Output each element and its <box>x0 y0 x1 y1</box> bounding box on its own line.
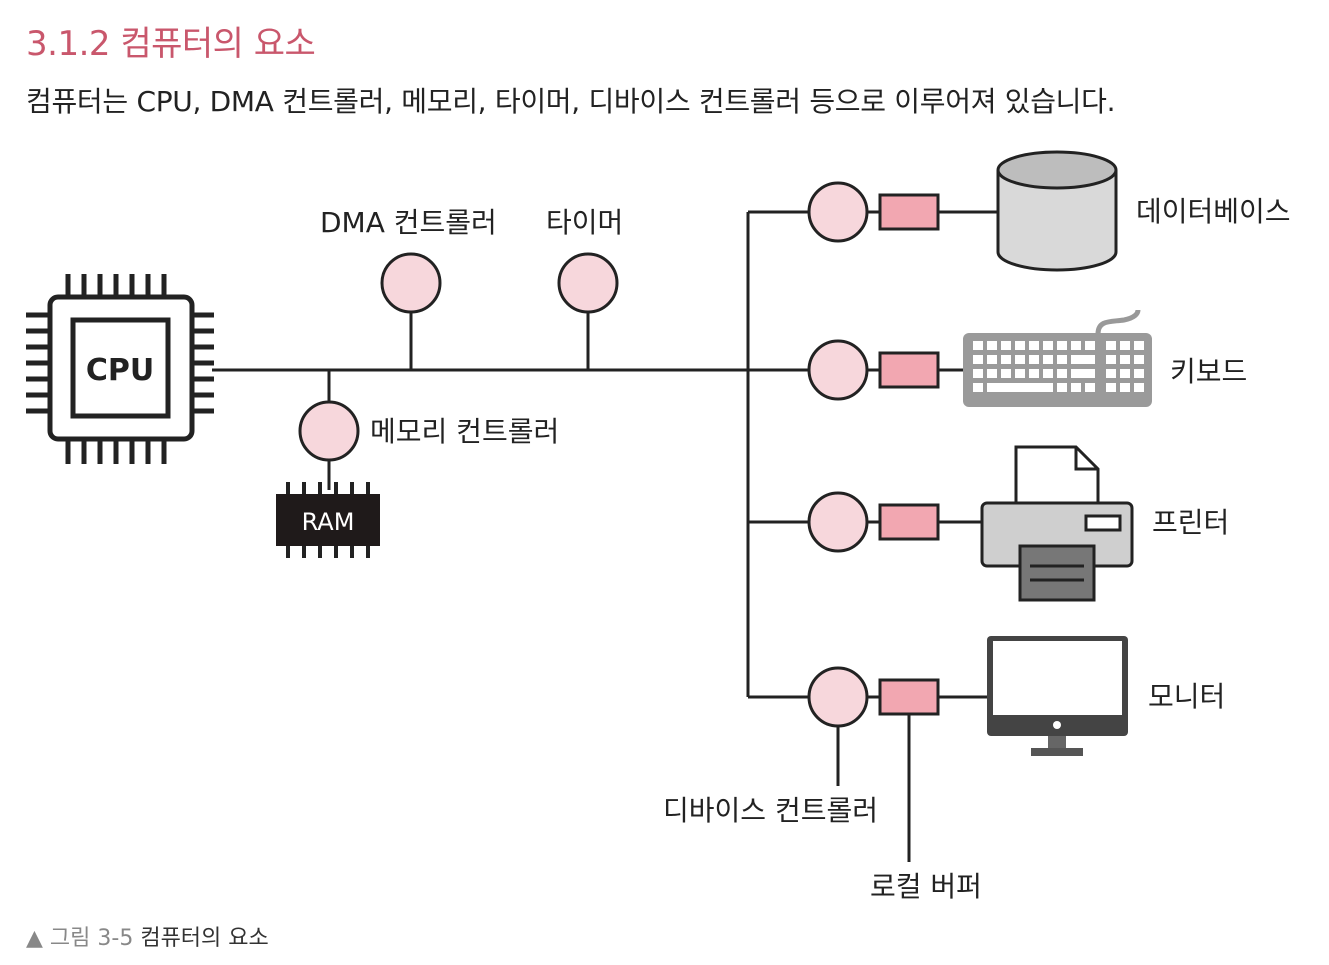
memory-controller-node <box>298 400 360 462</box>
device-controller-node <box>807 181 869 243</box>
system-bus <box>212 210 998 862</box>
cpu-chip-icon <box>26 274 214 464</box>
ram-label: RAM <box>302 508 355 536</box>
caption-title: 컴퓨터의 요소 <box>140 926 269 951</box>
local-buffer-label: 로컬 버퍼 <box>870 870 982 903</box>
caption-marker-icon: ▲ <box>26 926 43 951</box>
device-controller-node <box>807 491 869 553</box>
device-controller-node <box>807 666 869 728</box>
figure-caption: ▲ 그림 3-5 컴퓨터의 요소 <box>26 920 269 952</box>
printer-icon <box>980 445 1134 602</box>
local-buffer <box>878 503 940 541</box>
intro-text: 컴퓨터는 CPU, DMA 컨트롤러, 메모리, 타이머, 디바이스 컨트롤러 … <box>26 85 1116 118</box>
memory-controller-label: 메모리 컨트롤러 <box>370 415 559 448</box>
cpu-label: CPU <box>86 353 154 388</box>
database-label: 데이터베이스 <box>1136 195 1291 228</box>
local-buffer <box>878 193 940 231</box>
local-buffer <box>878 678 940 716</box>
keyboard-label: 키보드 <box>1170 355 1247 388</box>
keyboard-icon <box>963 309 1152 407</box>
timer-label: 타이머 <box>546 206 623 239</box>
database-icon <box>996 150 1118 272</box>
dma-controller-node <box>380 252 442 314</box>
device-controller-label: 디바이스 컨트롤러 <box>663 794 878 827</box>
local-buffer <box>878 351 940 389</box>
ram-chip-icon <box>276 482 380 558</box>
timer-node <box>557 252 619 314</box>
printer-label: 프린터 <box>1152 506 1229 539</box>
section-heading: 3.1.2 컴퓨터의 요소 <box>26 24 316 64</box>
dma-controller-label: DMA 컨트롤러 <box>320 206 497 239</box>
monitor-label: 모니터 <box>1148 680 1225 713</box>
caption-figure-number: 그림 3-5 <box>49 926 134 951</box>
device-controller-node <box>807 339 869 401</box>
monitor-icon <box>987 636 1128 756</box>
